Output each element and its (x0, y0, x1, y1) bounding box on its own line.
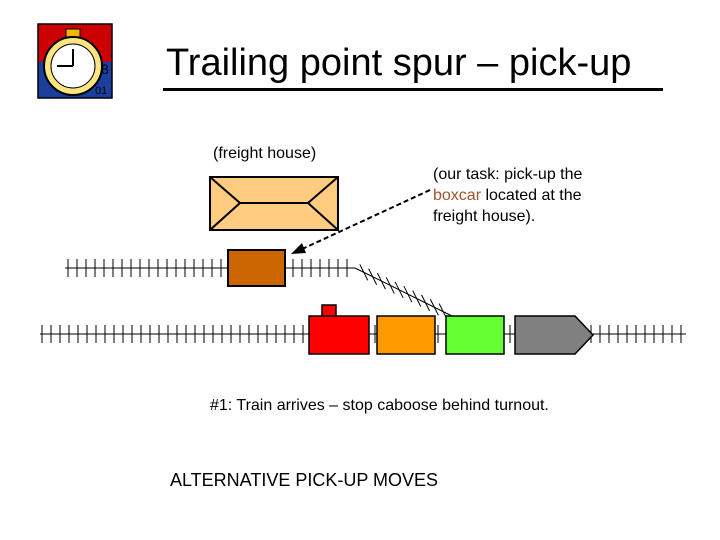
footer-heading: ALTERNATIVE PICK-UP MOVES (170, 470, 439, 490)
track-tie (403, 285, 413, 303)
svg-text:8: 8 (101, 61, 109, 77)
orange-car (376, 315, 436, 355)
title-underline (163, 88, 663, 91)
svg-text:01: 01 (95, 85, 107, 97)
track-tie (377, 272, 386, 290)
track-tie (394, 281, 404, 299)
task-suffix-1: located at the (481, 187, 582, 204)
locomotive (514, 315, 595, 355)
freight-house-label: (freight house) (213, 145, 317, 162)
caboose (308, 304, 370, 355)
page-title: Trailing point spur – pick-up (166, 42, 632, 84)
step-caption: #1: Train arrives – stop caboose behind … (210, 397, 549, 414)
track-tie (385, 277, 395, 294)
track-tie (368, 268, 378, 285)
boxcar-on-spur (227, 249, 286, 287)
stopwatch-icon: 8 01 (37, 23, 113, 99)
track-tie (421, 294, 430, 312)
freight-house (209, 176, 339, 231)
track-tie (359, 264, 369, 281)
task-prefix: (our task: pick-up the (433, 166, 583, 183)
track-tie (412, 290, 422, 307)
task-highlight: boxcar (433, 187, 482, 204)
pointer-arrow (291, 189, 431, 254)
task-suffix-2: freight house). (433, 208, 536, 225)
green-car (445, 315, 505, 355)
task-description: (our task: pick-up the boxcar located at… (433, 164, 653, 227)
track-tie (429, 299, 439, 316)
